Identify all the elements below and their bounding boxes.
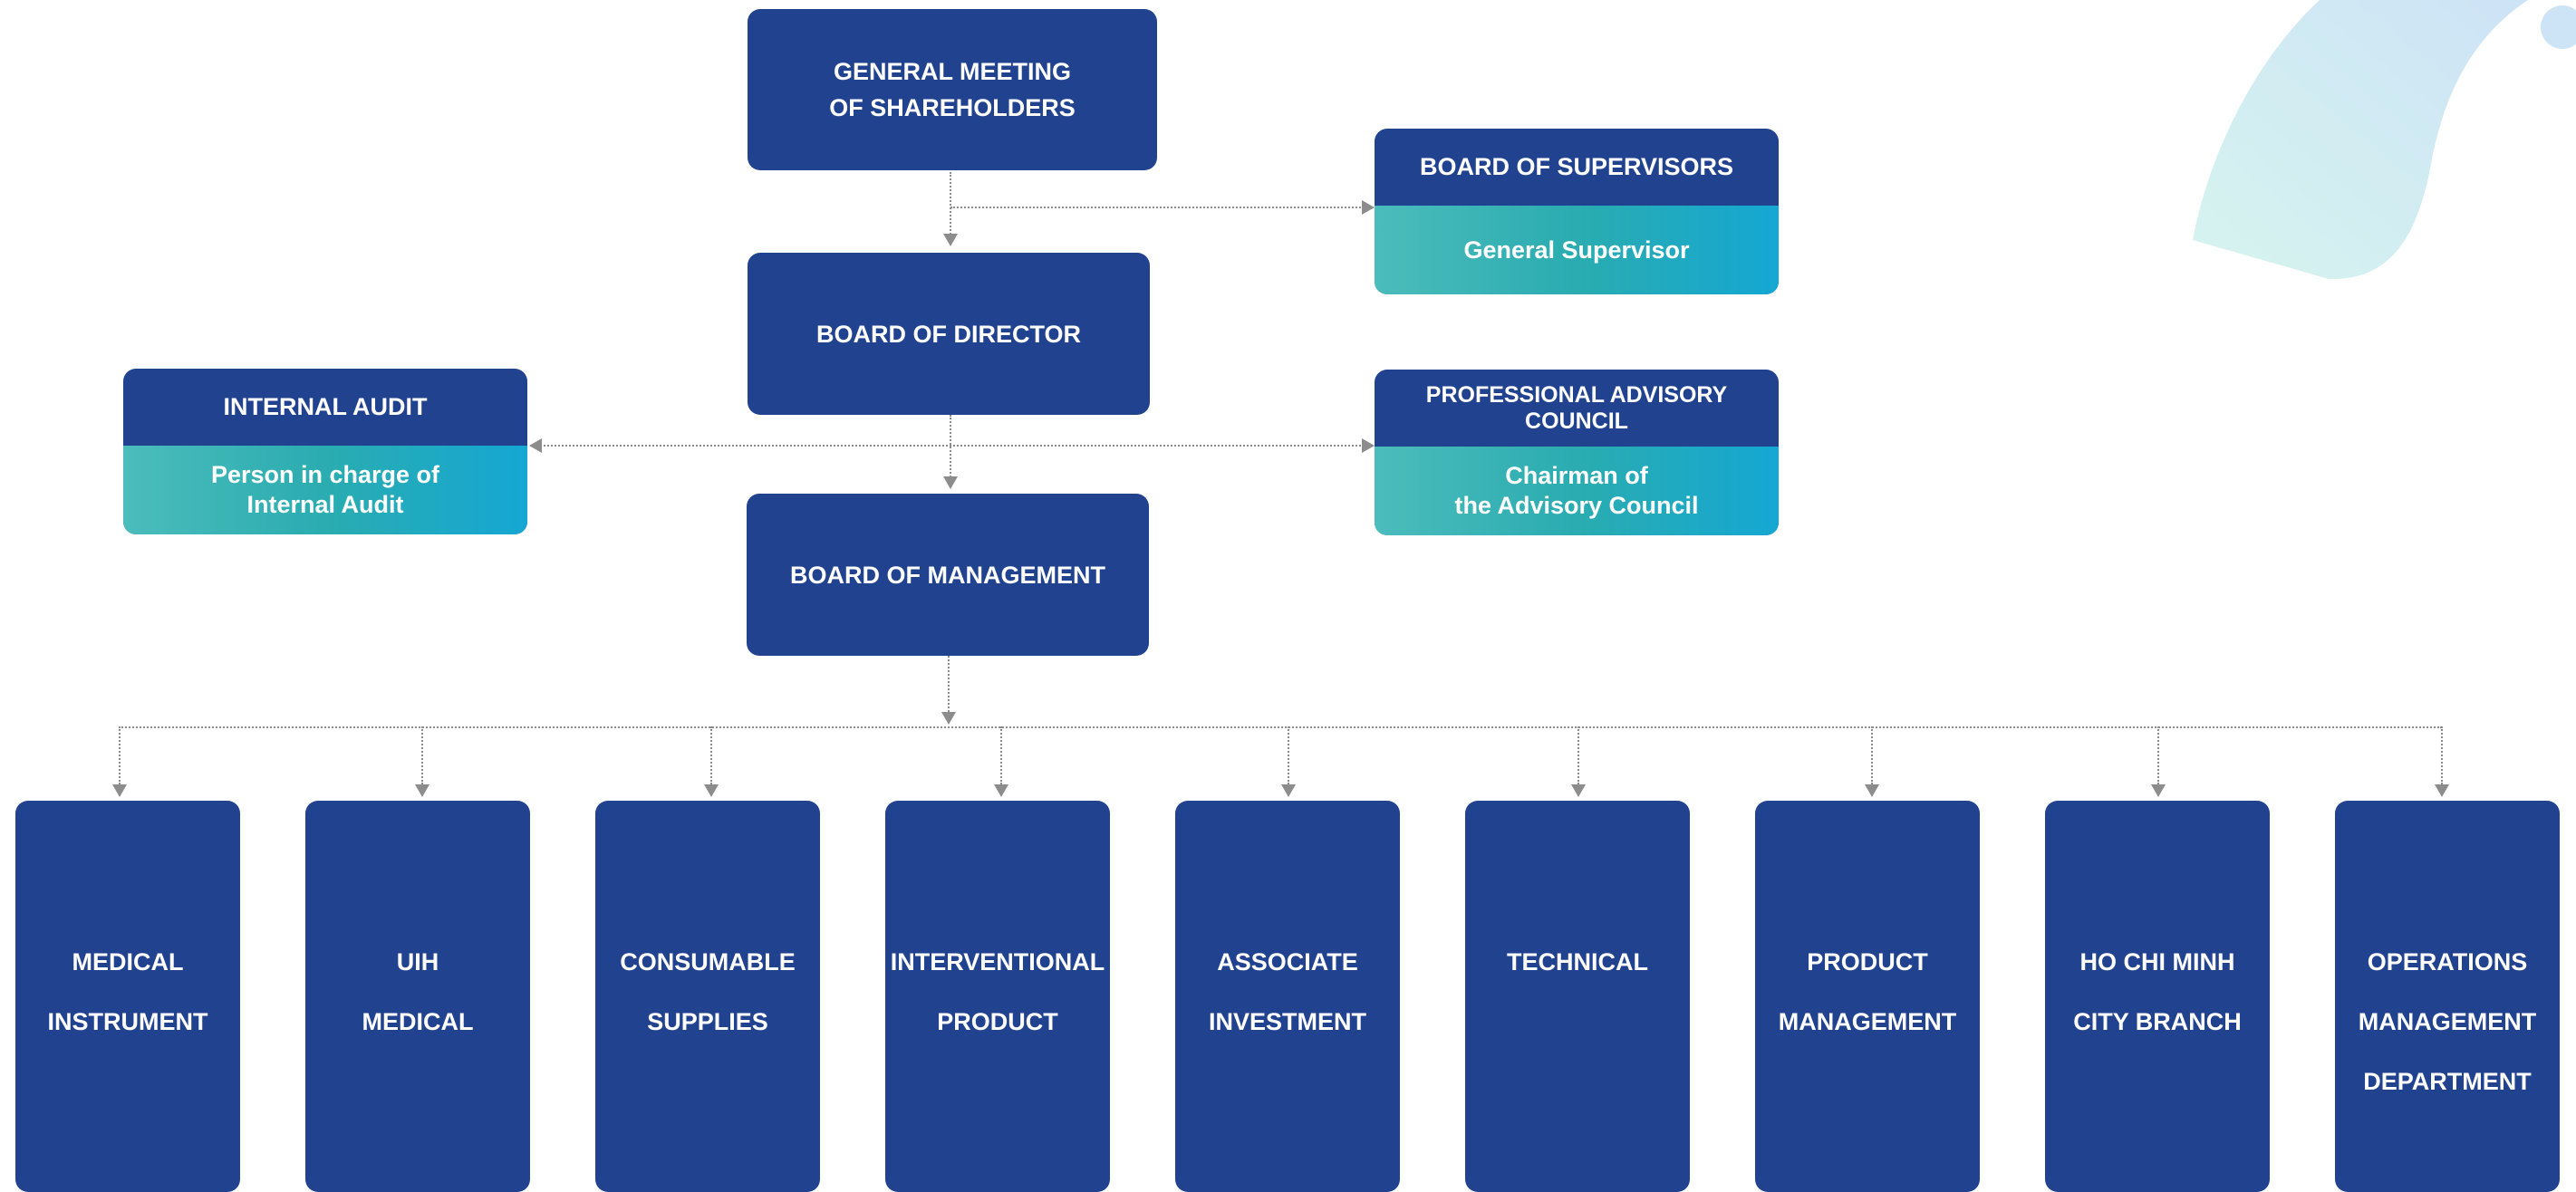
department-label-line: INSTRUMENT [47,1008,208,1035]
department-label-line: INVESTMENT [1208,1008,1366,1035]
department-connector [1000,726,1002,784]
department-arrow [2435,784,2449,797]
arrow-to-management [943,476,958,489]
advisory-council-box: PROFESSIONAL ADVISORY COUNCIL Chairman o… [1375,370,1779,535]
connector-to-supervisors [950,207,1367,208]
arrow-to-supervisors [1362,200,1375,215]
department-box: ASSOCIATE INVESTMENT [1175,801,1400,1192]
department-label-line: TECHNICAL [1507,948,1648,976]
department-label-line: PRODUCT [1807,948,1928,976]
advisory-council-sub: Chairman of the Advisory Council [1375,447,1779,535]
department-label-line: INTERVENTIONAL [890,948,1105,976]
general-meeting-box: GENERAL MEETING OF SHAREHOLDERS [748,9,1157,170]
general-meeting-line2: OF SHAREHOLDERS [829,94,1076,121]
department-box: OPERATIONS MANAGEMENT DEPARTMENT [2335,801,2560,1192]
internal-audit-sub-line1: Person in charge of [210,461,440,488]
board-of-director-label: BOARD OF DIRECTOR [815,320,1081,348]
department-connector [2441,726,2443,784]
department-box: CONSUMABLE SUPPLIES [595,801,820,1192]
connector-director-to-management [950,415,951,484]
board-of-supervisors-box: BOARD OF SUPERVISORS General Supervisor [1375,129,1779,294]
department-bus-line [119,726,2442,728]
internal-audit-sub: Person in charge of Internal Audit [123,446,527,534]
department-label-line: CONSUMABLE [620,948,796,976]
decorative-shape [2193,0,2576,280]
department-arrow [1281,784,1296,797]
department-box: TECHNICAL [1465,801,1690,1192]
department-label-line: MANAGEMENT [1778,1008,1957,1035]
department-label-line: ASSOCIATE [1217,948,1358,976]
board-of-supervisors-title: BOARD OF SUPERVISORS [1419,153,1734,180]
arrow-to-advisory-council [1362,438,1375,453]
department-label-line: MEDICAL [72,948,184,976]
board-of-supervisors-sub: General Supervisor [1375,206,1779,294]
department-label-line: UIH [396,948,439,976]
arrow-management-bus [941,712,956,725]
connector-audit-advisory [540,445,1368,447]
department-box: PRODUCT MANAGEMENT [1755,801,1980,1192]
department-arrow [1865,784,1879,797]
department-connector [1288,726,1289,784]
department-box: UIH MEDICAL [305,801,530,1192]
department-arrow [2151,784,2166,797]
department-label-line: MANAGEMENT [2358,1008,2537,1035]
internal-audit-title: INTERNAL AUDIT [223,393,428,420]
department-label-line: PRODUCT [937,1008,1058,1035]
department-label-line: OPERATIONS [2367,948,2528,976]
department-box: INTERVENTIONAL PRODUCT [885,801,1110,1192]
department-arrow [994,784,1008,797]
advisory-council-sub-line1: Chairman of [1505,462,1648,489]
board-of-management-box: BOARD OF MANAGEMENT [747,494,1149,656]
board-of-management-label: BOARD OF MANAGEMENT [790,561,1105,589]
department-label-line: HO CHI MINH [2079,948,2235,976]
internal-audit-sub-line2: Internal Audit [246,491,404,518]
advisory-council-title: PROFESSIONAL ADVISORY COUNCIL [1425,381,1728,434]
connector-management-to-departments [948,656,950,719]
arrow-to-director [943,234,958,246]
department-connector [1577,726,1579,784]
advisory-council-sub-line2: the Advisory Council [1454,492,1699,519]
department-arrow [112,784,127,797]
department-connector [421,726,423,784]
board-of-director-box: BOARD OF DIRECTOR [748,253,1150,415]
department-arrow [1571,784,1586,797]
department-label-line: CITY BRANCH [2073,1008,2242,1035]
department-label-line: SUPPLIES [647,1008,768,1035]
department-box: HO CHI MINH CITY BRANCH [2045,801,2270,1192]
department-label-line: DEPARTMENT [2363,1068,2532,1095]
department-connector [2157,726,2159,784]
department-arrow [415,784,429,797]
department-arrow [704,784,719,797]
general-meeting-line1: GENERAL MEETING [833,58,1072,85]
general-supervisor-label: General Supervisor [1463,236,1690,264]
department-label-line: MEDICAL [362,1008,474,1035]
department-box: MEDICAL INSTRUMENT [15,801,240,1192]
internal-audit-box: INTERNAL AUDIT Person in charge of Inter… [123,369,527,534]
department-connector [710,726,712,784]
arrow-to-internal-audit [529,438,542,453]
department-connector [1871,726,1873,784]
department-connector [119,726,121,784]
